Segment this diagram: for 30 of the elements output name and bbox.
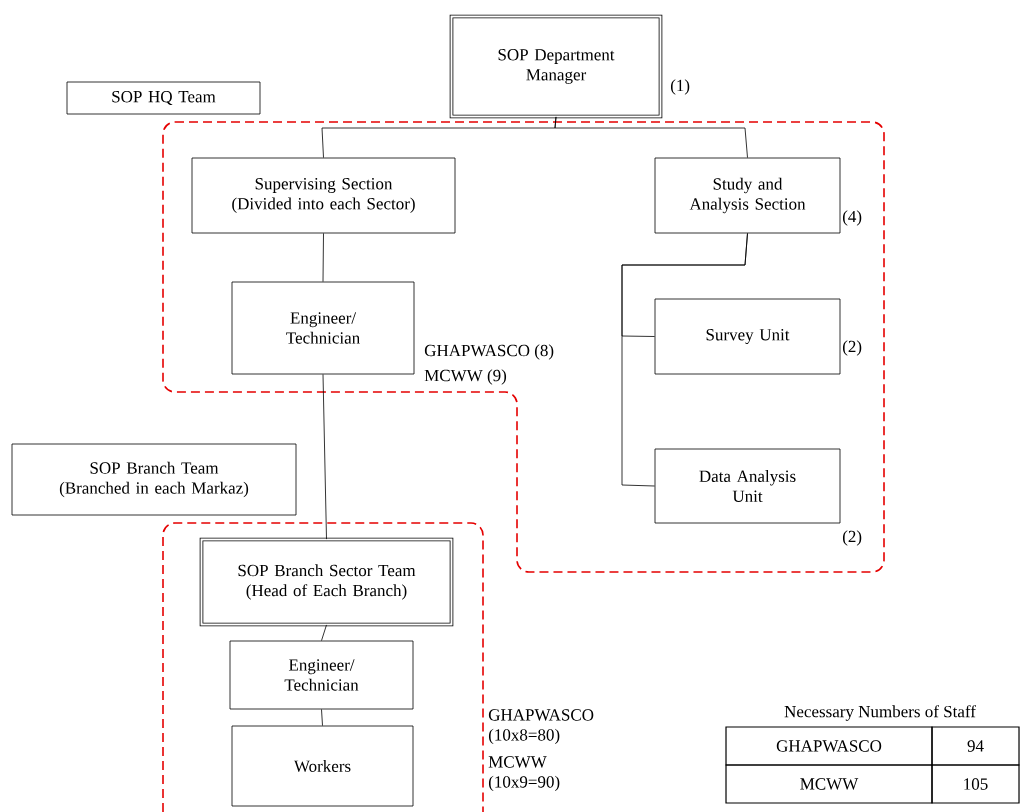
connector-line [322,374,327,540]
staff-count: GHAPWASCO (10x8=80) [488,709,594,745]
connector-line [554,116,748,158]
manager-box: SOP Department Manager [449,14,663,119]
table-cell: GHAPWASCO [725,726,933,766]
org-box: SOP Branch Team (Branched in each Markaz) [11,443,297,516]
staff-count: (4) [842,210,862,226]
org-box: Data Analysis Unit [654,448,841,524]
connector-line [321,709,323,726]
staff-count: MCWW (9) [424,369,507,385]
staff-count: (1) [670,79,690,95]
staff-count: MCWW (10x9=90) [488,756,560,792]
org-box: Engineer/ Technician [231,281,415,375]
manager-box: SOP Branch Sector Team (Head of Each Branch) [199,537,454,627]
org-box: Survey Unit [654,298,841,375]
staff-count: GHAPWASCO (8) [424,344,554,360]
connector-line [621,233,748,487]
org-box: Study and Analysis Section [654,157,841,234]
staff-count: (2) [842,340,862,356]
table-cell: 105 [931,764,1020,804]
connector-line [322,233,324,282]
org-box: Workers [231,725,414,807]
org-box: Engineer/ Technician [229,640,414,710]
staff-count: (2) [842,530,862,546]
table-title: Necessary Numbers of Staff [784,705,976,721]
org-box: Supervising Section (Divided into each Sector) [191,157,456,234]
org-box: SOP HQ Team [66,81,261,115]
connector-line [321,624,327,641]
table-cell: MCWW [725,764,933,804]
table-cell: 94 [931,726,1020,766]
